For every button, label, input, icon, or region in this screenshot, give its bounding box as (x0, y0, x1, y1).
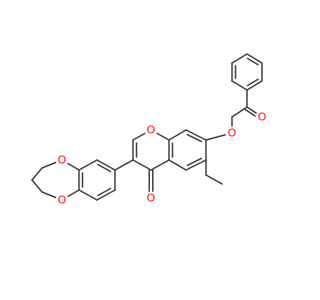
double-bond-line (246, 78, 259, 87)
ketone-oxygen-label: O (147, 192, 156, 205)
bond-line (231, 106, 248, 118)
molecule-structure: O O O O O O (31, 53, 269, 207)
atom-label-background (144, 191, 158, 205)
bond-line (96, 189, 116, 201)
bond-line (31, 167, 43, 181)
bond-line (185, 159, 207, 171)
bond-line (231, 53, 248, 64)
bond-line (132, 159, 152, 171)
bond-line (78, 189, 98, 201)
bond-line (246, 80, 263, 91)
bond-line (231, 80, 248, 91)
bond-line (168, 159, 187, 171)
atom-label-background (255, 110, 269, 124)
dioxepine-oxygen-label: O (58, 154, 67, 167)
bond-line (78, 159, 98, 171)
atom-label-background (55, 153, 69, 167)
atom-label-background (55, 193, 69, 207)
ether-oxygen-label: O (228, 127, 237, 140)
atom-label-group: O O O O O O (55, 110, 269, 207)
bond-line (185, 129, 207, 141)
double-bond-line (186, 133, 203, 143)
dioxepine-oxygen-label: O (58, 194, 67, 207)
bond-line (168, 129, 187, 141)
bond-line (114, 159, 134, 171)
ring-oxygen-label: O (147, 124, 156, 137)
double-bond-line (186, 157, 203, 167)
structure-canvas: O O O O O O (31, 53, 269, 207)
bond-line (150, 159, 170, 171)
bond-line (96, 159, 116, 171)
atom-label-background (144, 123, 158, 137)
bond-line (205, 174, 223, 185)
double-bond-line (97, 187, 112, 197)
atom-label-background (225, 126, 239, 140)
bond-line (31, 179, 43, 193)
carbonyl-oxygen-label: O (258, 111, 267, 124)
double-bond-line (97, 163, 112, 173)
double-bond-line (246, 57, 259, 66)
bond-line (246, 53, 263, 64)
